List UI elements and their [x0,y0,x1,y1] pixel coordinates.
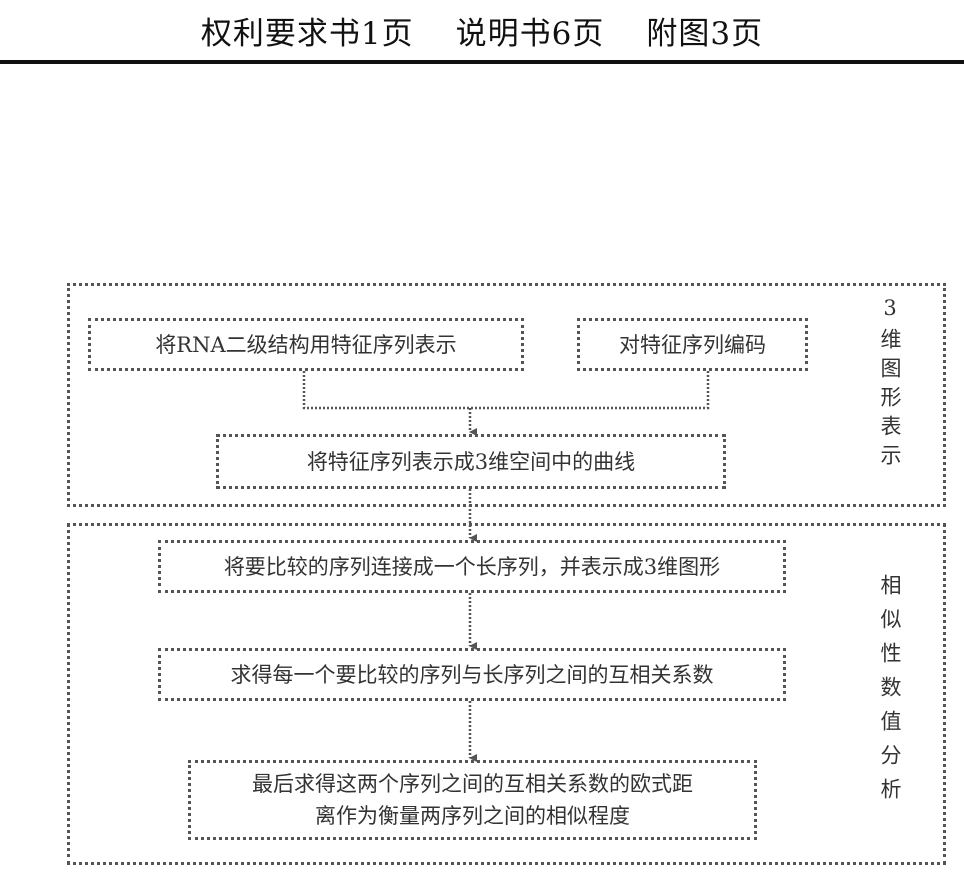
label-similarity-analysis: 相似性数值分析 [878,574,902,812]
box-euclidean-distance: 最后求得这两个序列之间的互相关系数的欧式距 离作为衡量两序列之间的相似程度 [188,760,757,840]
box-concatenate-sequences-text: 将要比较的序列连接成一个长序列，并表示成3维图形 [223,554,721,579]
connector-rna-to-merge [302,371,470,410]
box-euclidean-distance-line2: 离作为衡量两序列之间的相似程度 [315,804,630,828]
header-description-pages: 说明书6页 [455,15,605,52]
box-3d-curve-text: 将特征序列表示成3维空间中的曲线 [306,449,636,474]
page-header: 权利要求书1页 说明书6页 附图3页 [0,0,964,60]
box-correlation-coefficient-text: 求得每一个要比较的序列与长序列之间的互相关系数 [230,662,714,687]
header-drawings-pages: 附图3页 [646,15,764,52]
box-encode-sequence: 对特征序列编码 [577,318,808,371]
box-concatenate-sequences: 将要比较的序列连接成一个长序列，并表示成3维图形 [158,540,786,593]
label-3d-representation: 3维图形表示 [878,296,902,473]
connector-encode-to-merge [470,371,710,410]
section-3d-representation [67,283,946,507]
box-rna-feature-sequence-text: 将RNA二级结构用特征序列表示 [155,332,457,357]
header-rule [0,60,964,64]
box-correlation-coefficient: 求得每一个要比较的序列与长序列之间的互相关系数 [158,648,786,701]
box-encode-sequence-text: 对特征序列编码 [619,332,766,357]
header-claims-pages: 权利要求书1页 [200,15,414,52]
box-3d-curve: 将特征序列表示成3维空间中的曲线 [216,434,726,489]
section-similarity-analysis [67,523,946,865]
box-euclidean-distance-line1: 最后求得这两个序列之间的互相关系数的欧式距 [252,772,693,796]
box-rna-feature-sequence: 将RNA二级结构用特征序列表示 [88,318,524,371]
